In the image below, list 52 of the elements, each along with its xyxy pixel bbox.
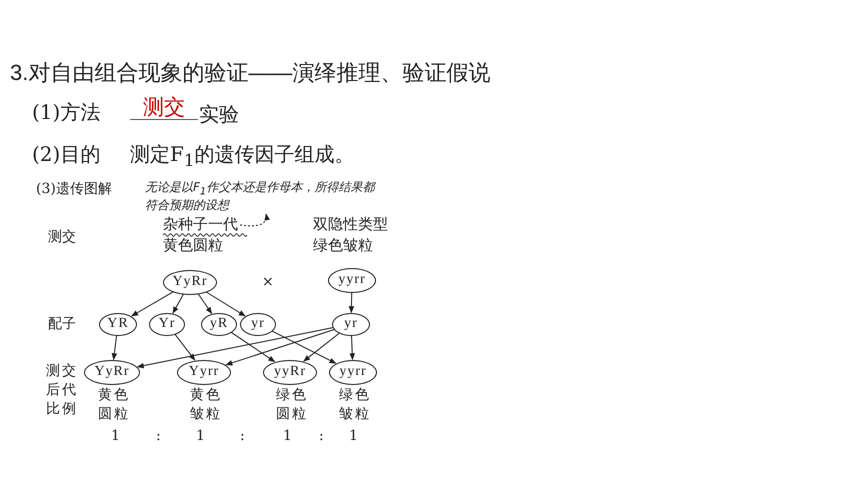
handwritten-note: 无论是以F$_{1}$作父本还是作母本，所得结果都符合预期的设想 — [145, 180, 383, 214]
genotype-ellipse: YR — [99, 312, 137, 336]
arrow — [112, 335, 118, 360]
heading: 3.对自由组合现象的验证——演绎推理、验证假说 — [10, 60, 490, 86]
genotype-ellipse: Yr — [149, 312, 185, 336]
cross-symbol: × — [262, 274, 274, 290]
ratio-number: 1 — [349, 428, 358, 444]
item-label: (1)方法 — [32, 101, 100, 124]
arrow — [174, 334, 196, 361]
trait-text: 黄色圆粒 — [163, 235, 224, 256]
arrow — [272, 330, 336, 364]
row-label: 配子 — [48, 316, 76, 332]
ratio-number: 1 — [111, 428, 120, 444]
phenotype-text: 绿色圆粒 — [276, 386, 308, 424]
arrow — [206, 292, 246, 316]
phenotype-text: 绿色皱粒 — [339, 386, 372, 424]
trait-text: 绿色皱粒 — [313, 237, 373, 254]
genotype-ellipse: yyrr — [328, 268, 376, 292]
trait-text: 双隐性类型 — [313, 216, 388, 234]
arrow — [131, 291, 174, 316]
arrow — [198, 293, 212, 314]
trait-text: 杂种子一代 — [163, 214, 238, 235]
genotype-ellipse: yr — [332, 312, 370, 336]
arrow — [172, 294, 184, 314]
genotype-ellipse: yR — [201, 312, 237, 336]
genotype-ellipse: yr — [240, 312, 276, 336]
arrow — [136, 327, 334, 368]
section-label: (3)遗传图解 — [36, 181, 112, 198]
arrow — [303, 332, 340, 362]
ratio-colon: : — [240, 428, 245, 444]
ratio-number: 1 — [283, 428, 292, 444]
ratio-colon: : — [319, 428, 324, 444]
genotype-ellipse: YyRr — [163, 270, 217, 294]
phenotype-text: 黄色圆粒 — [98, 386, 130, 424]
genotype-ellipse: yyRr — [263, 360, 317, 384]
phenotype-text: 黄色皱粒 — [190, 386, 222, 424]
arrow — [225, 329, 335, 366]
answer-blank: 测交 — [130, 95, 198, 120]
genotype-ellipse: Yyrr — [177, 360, 231, 384]
genotype-ellipse: YyRr — [84, 360, 140, 384]
row-label: 测交 — [48, 229, 76, 246]
item-text: 实验 — [199, 103, 239, 126]
arrow — [349, 335, 356, 360]
genotype-ellipse: yyrr — [329, 360, 377, 384]
arrow — [348, 292, 354, 314]
item-label: (2)目的 — [32, 143, 100, 166]
ratio-colon: : — [156, 428, 161, 444]
arrow — [230, 332, 276, 362]
ratio-number: 1 — [196, 428, 205, 444]
dashed-arrow — [240, 213, 270, 226]
row-label: 测交后代比例 — [46, 362, 78, 419]
item-text: 测定F$_{1}$的遗传因子组成。 — [130, 143, 354, 170]
